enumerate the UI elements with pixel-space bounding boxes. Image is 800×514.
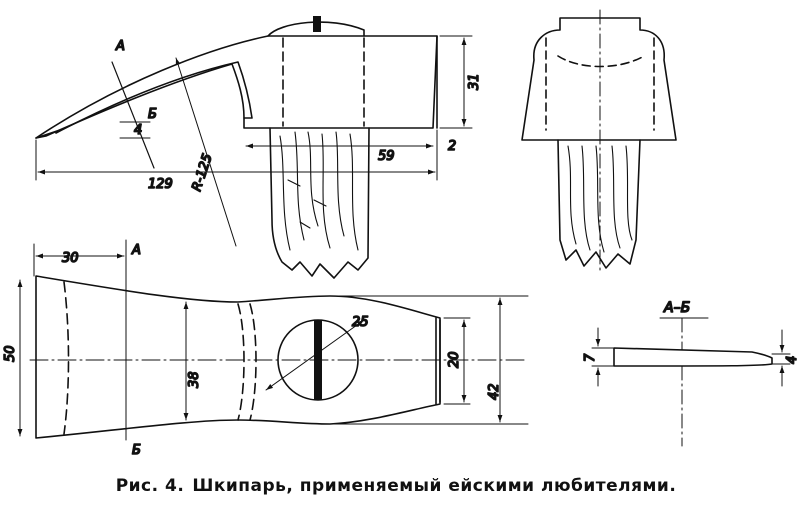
handle-grain [279,131,359,251]
radius-line [175,57,237,247]
dim-edge-offset: 30 [62,251,79,266]
dim-total-length: 129 [148,177,173,192]
plan-outline [35,275,441,439]
caption-number: Рис. 4. [115,476,185,496]
section-title: А–Б [663,300,690,316]
dim-blade-thickness: 4 [134,123,142,138]
dim-butt-offset: 2 [448,139,456,154]
dim-handle-width: 59 [378,149,395,164]
end-view-handle [557,139,641,269]
dim-neck-width: 38 [187,371,202,388]
dim-hole-diameter: 25 [352,315,369,330]
dim-blade-width: 50 [3,345,18,362]
plan-section-mark-top: А [131,243,141,258]
section-view: А–Б 7 4 [582,299,800,447]
dim-radius: R-125 [190,152,216,193]
end-view [521,9,677,273]
figure-caption: Рис. 4. Шкипарь, применяемый ейскими люби… [0,476,800,496]
plan-hidden-eye-left [237,303,257,421]
section-mark-bottom: Б [148,107,157,122]
section-mark-top: А [115,39,125,54]
handle [269,127,370,279]
dim-butt-width-inner: 20 [447,351,462,368]
end-view-head [521,17,677,141]
dim-section-right: 4 [785,356,800,364]
caption-text: Шкипарь, применяемый ейскими любителями. [192,476,677,496]
plan-section-mark-bottom: Б [132,443,141,458]
dim-line-hole-diameter [265,319,365,391]
head-outline [35,35,438,139]
side-view: А Б 4 R-125 129 59 2 31 [35,16,483,279]
wedge-slot [314,320,322,400]
dim-section-left: 7 [583,353,598,362]
end-view-grain [567,145,633,253]
plan-hidden-edge [63,281,70,435]
screw-head [313,16,321,32]
section-profile [613,347,773,367]
blade-edge [35,129,61,139]
dim-butt-width-outer: 42 [487,383,502,400]
section-line [111,61,155,169]
blade-inner-line [55,61,253,134]
dim-height: 31 [467,73,482,90]
plan-view: 25 А Б 30 50 38 20 42 [2,239,529,459]
top-lug [267,21,365,37]
